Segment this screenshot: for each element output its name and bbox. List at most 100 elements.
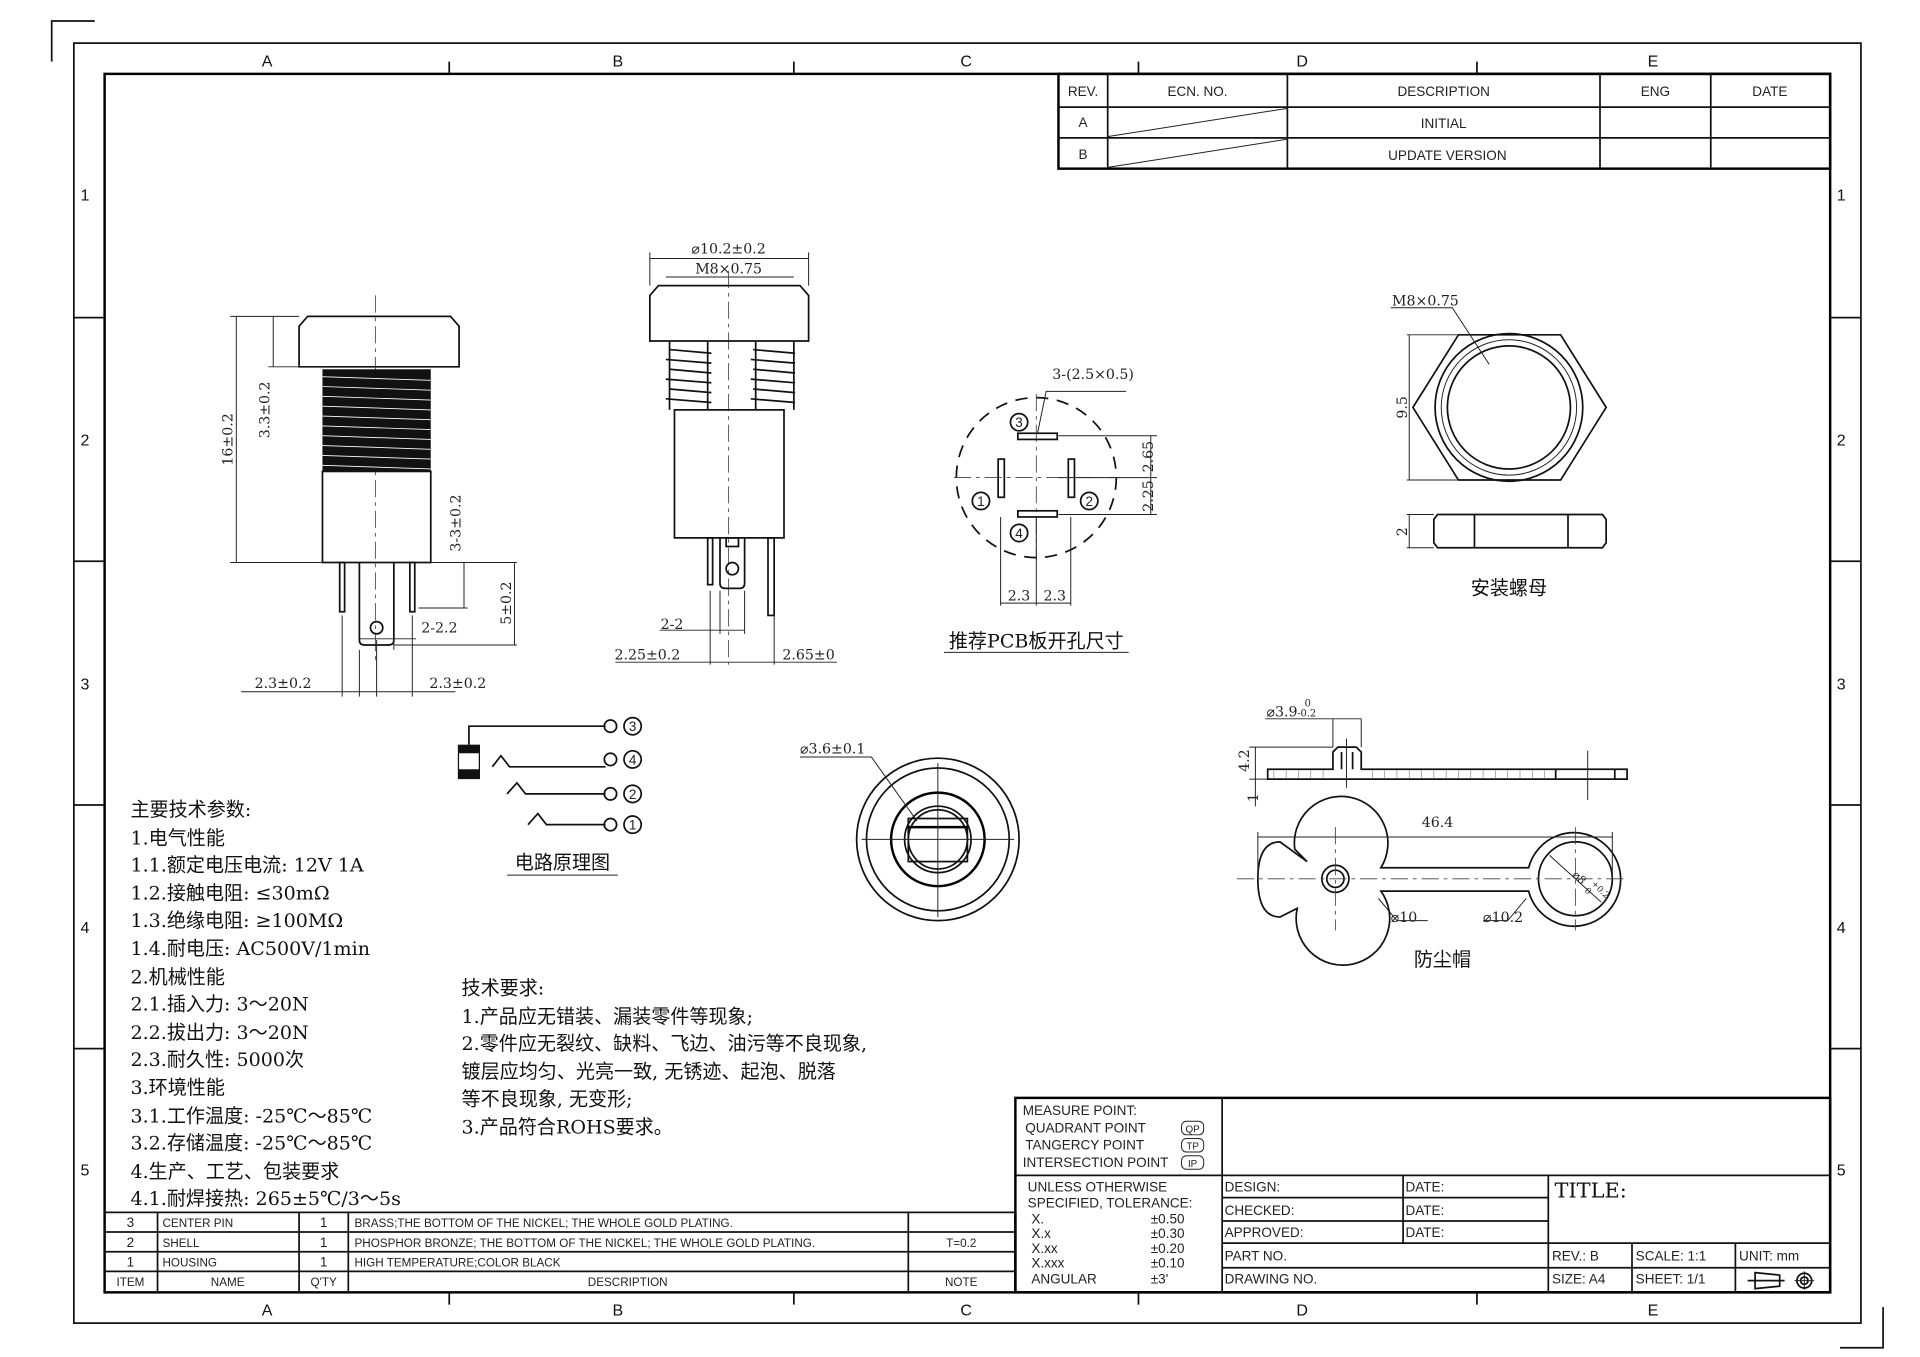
scale-value: SCALE: 1:1 [1636, 1248, 1707, 1263]
svg-text:BRASS;THE BOTTOM OF THE NICKEL: BRASS;THE BOTTOM OF THE NICKEL; THE WHOL… [354, 1217, 732, 1230]
dim-2-3-left: 2.3±0.2 [255, 676, 312, 692]
grid-column-labels: A B C D E A B C D E [262, 54, 1659, 1320]
dust-cap-dim-46-4: 46.4 [1422, 815, 1454, 831]
circuit-diagram: 3 4 2 1 电路原理图 [457, 716, 643, 876]
approved-label: APPROVED: [1225, 1225, 1304, 1240]
spec-line: 1.电气性能 [130, 827, 224, 849]
svg-text:IP: IP [1188, 1159, 1198, 1170]
size-value: SIZE: A4 [1552, 1272, 1606, 1287]
dim-2-3-right: 2.3±0.2 [429, 676, 486, 692]
dim-pcb-2-3-left: 2.3 [1008, 589, 1031, 605]
bill-of-materials: 3 CENTER PIN 1 BRASS;THE BOTTOM OF THE N… [104, 1211, 1017, 1293]
inner-border [103, 72, 1832, 1294]
requirement-line: 等不良现象, 无变形; [462, 1088, 633, 1110]
corner-marks [50, 20, 1884, 1349]
spec-line: 3.环境性能 [130, 1077, 224, 1099]
dim-pcb-2-25: 2.25 [1141, 480, 1157, 512]
bom-header: ITEM NAME Q'TY DESCRIPTION NOTE [117, 1276, 978, 1289]
bom-row: 3 CENTER PIN 1 BRASS;THE BOTTOM OF THE N… [127, 1215, 733, 1230]
svg-text:±0.30: ±0.30 [1151, 1226, 1185, 1241]
svg-text:1: 1 [629, 818, 637, 833]
svg-text:PHOSPHOR BRONZE; THE BOTTOM OF: PHOSPHOR BRONZE; THE BOTTOM OF THE NICKE… [354, 1237, 815, 1250]
svg-text:2: 2 [629, 787, 637, 802]
third-angle-projection-icon [1747, 1271, 1815, 1290]
svg-text:1: 1 [977, 494, 985, 509]
dim-2-25: 2.25±0.2 [614, 648, 680, 664]
svg-text:±0.10: ±0.10 [1151, 1256, 1185, 1271]
svg-text:HIGH TEMPERATURE;COLOR BLACK: HIGH TEMPERATURE;COLOR BLACK [354, 1256, 560, 1269]
drawing-no-label: DRAWING NO. [1225, 1272, 1318, 1287]
requirement-line: 1.产品应无错装、漏装零件等现象; [462, 1006, 753, 1028]
rev-row-a-description: INITIAL [1421, 116, 1467, 131]
nut-thread-label: M8×0.75 [1392, 293, 1459, 309]
circuit-pin-2: 2 [603, 784, 643, 804]
svg-text:2: 2 [127, 1235, 135, 1250]
grid-row-1-right: 1 [1837, 188, 1846, 205]
svg-text:3: 3 [127, 1215, 135, 1230]
requirement-line: 技术要求: [462, 977, 545, 999]
requirement-line: 3.产品符合ROHS要求。 [462, 1117, 673, 1139]
grid-row-2-right: 2 [1837, 433, 1846, 450]
grid-row-4-right: 4 [1837, 920, 1846, 937]
grid-row-2: 2 [80, 433, 89, 450]
circuit-pin-1: 1 [603, 815, 643, 835]
svg-text:±3': ±3' [1151, 1272, 1169, 1287]
grid-row-1: 1 [80, 188, 89, 205]
dust-cap-dim-3-9: ⌀3.9 [1266, 704, 1297, 720]
tolerance-row: X.xxx ±0.10 [1031, 1256, 1184, 1271]
svg-text:ANGULAR: ANGULAR [1031, 1272, 1097, 1287]
checked-label: CHECKED: [1225, 1203, 1295, 1218]
svg-text:3: 3 [1015, 415, 1023, 430]
spec-line: 1.4.耐电压: AC500V/1min [130, 938, 370, 960]
tolerance-row: X.x ±0.30 [1031, 1226, 1184, 1241]
svg-text:ITEM: ITEM [117, 1276, 145, 1289]
svg-text:X.x: X.x [1031, 1226, 1051, 1241]
spec-line: 3.2.存储温度: -25℃～85℃ [130, 1133, 372, 1155]
grid-row-3: 3 [80, 676, 89, 693]
unit-value: UNIT: mm [1739, 1248, 1799, 1263]
grid-col-b-bottom: B [613, 1303, 624, 1320]
svg-text:±0.50: ±0.50 [1151, 1211, 1185, 1226]
spec-line: 2.3.耐久性: 5000次 [130, 1049, 304, 1071]
grid-col-d-bottom: D [1296, 1303, 1308, 1320]
svg-text:1: 1 [320, 1254, 328, 1269]
tolerance-row: X.±0.50 [1031, 1211, 1184, 1226]
spec-line: 1.3.绝缘电阻: ≥100MΩ [130, 910, 343, 932]
grid-col-a: A [262, 54, 273, 71]
rev-value: REV.: B [1552, 1248, 1599, 1263]
svg-text:X.xx: X.xx [1031, 1241, 1058, 1256]
dust-cap-dim-4-2: 4.2 [1237, 749, 1253, 772]
spec-line: 1.2.接触电阻: ≤30mΩ [130, 883, 329, 905]
measure-tangercy-point: TANGERCY POINT TP [1025, 1138, 1205, 1153]
rev-row-a: A [1079, 115, 1088, 130]
svg-text:CENTER PIN: CENTER PIN [162, 1217, 233, 1230]
svg-text:SHELL: SHELL [162, 1237, 200, 1250]
svg-text:3: 3 [629, 719, 637, 734]
requirement-line: 2.零件应无裂纹、缺料、飞边、油污等不良现象, [462, 1033, 867, 1055]
rev-header-description: DESCRIPTION [1398, 84, 1490, 99]
top-view-drawing: ⌀3.6±0.1 [800, 741, 1020, 922]
svg-text:4: 4 [629, 752, 637, 767]
tolerance-heading-2: SPECIFIED, TOLERANCE: [1028, 1195, 1193, 1210]
measure-intersection-point: INTERSECTION POINT IP [1023, 1155, 1205, 1170]
svg-text:HOUSING: HOUSING [162, 1256, 217, 1269]
svg-text:2: 2 [1085, 494, 1093, 509]
tolerance-row: X.xx ±0.20 [1031, 1241, 1184, 1256]
svg-text:1: 1 [127, 1254, 135, 1269]
part-no-label: PART NO. [1225, 1248, 1287, 1263]
grid-col-c-bottom: C [960, 1303, 972, 1320]
spec-line: 2.机械性能 [130, 966, 224, 988]
svg-text:T=0.2: T=0.2 [946, 1237, 976, 1250]
svg-text:X.xxx: X.xxx [1031, 1256, 1064, 1271]
svg-text:Q'TY: Q'TY [311, 1276, 337, 1289]
pcb-pin-2-label: 2 [1079, 491, 1099, 511]
circuit-pin-4: 4 [603, 749, 643, 769]
rev-header-ecn: ECN. NO. [1167, 84, 1227, 99]
svg-text:QUADRANT POINT: QUADRANT POINT [1025, 1120, 1146, 1135]
design-label: DESIGN: [1225, 1179, 1281, 1194]
dim-2-2-2: 2-2.2 [421, 621, 457, 637]
grid-ticks [73, 61, 1861, 1305]
side-view-drawing: 16±0.2 3.3±0.2 3-3±0.2 5±0.2 2-2.2 2.3±0… [221, 295, 517, 697]
dim-m8-thread: M8×0.75 [695, 261, 762, 277]
svg-text:±0.20: ±0.20 [1151, 1241, 1185, 1256]
